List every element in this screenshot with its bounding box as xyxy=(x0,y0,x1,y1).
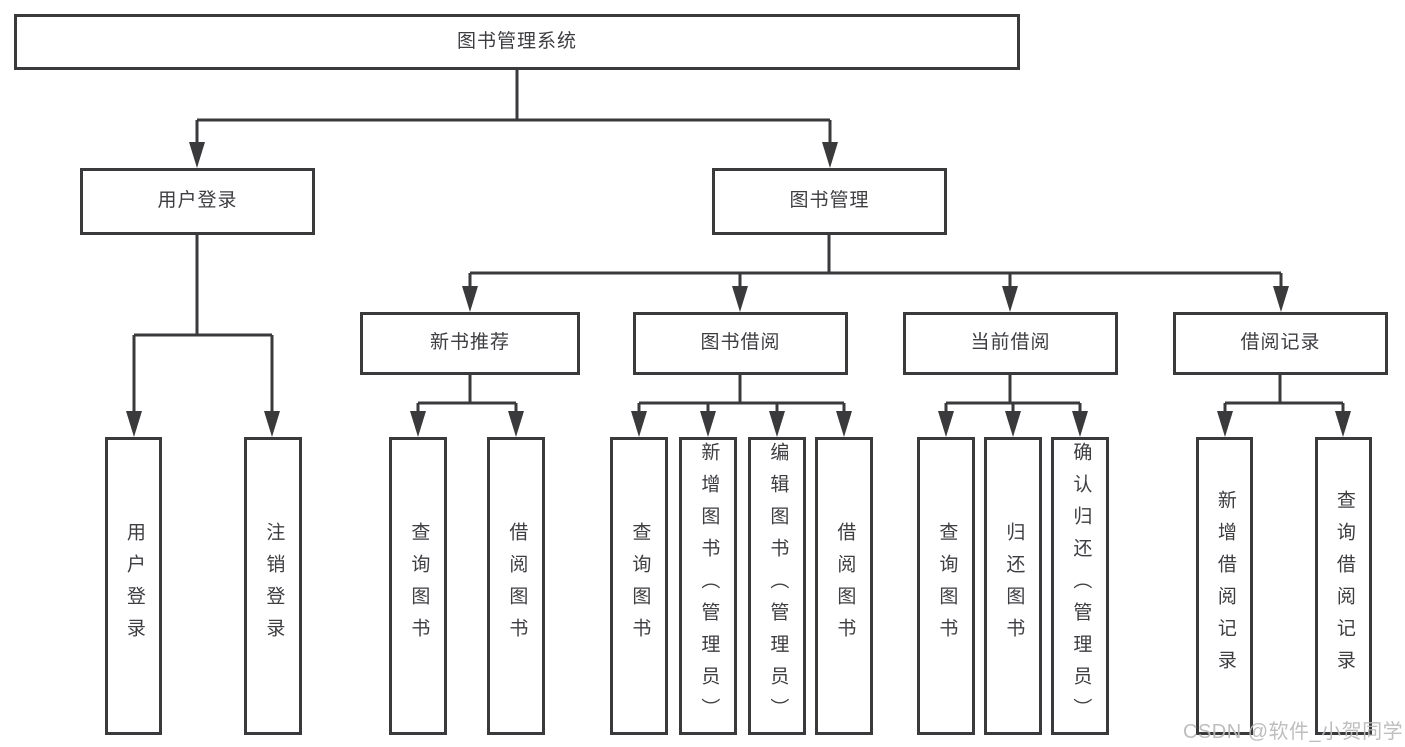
node-book-borrow-label: 图书借阅 xyxy=(700,332,781,354)
node-current-borrow: 当前借阅 xyxy=(903,312,1118,375)
connector-new-book-rec-to-leaves xyxy=(410,375,524,437)
leaf-query-book-rec-label: 查询图书 xyxy=(408,522,430,650)
leaf-query-book-borrow-label: 查询图书 xyxy=(629,522,651,650)
node-borrow-records-label: 借阅记录 xyxy=(1240,332,1321,354)
leaf-borrow-book-borrow-label: 借阅图书 xyxy=(834,522,856,650)
connector-current-borrow-to-leaves xyxy=(938,375,1088,437)
leaf-borrow-book-borrow: 借阅图书 xyxy=(815,437,873,735)
leaf-logout: 注销登录 xyxy=(244,437,302,735)
leaf-return-book-label: 归还图书 xyxy=(1003,522,1025,650)
leaf-user-login-label: 用户登录 xyxy=(123,522,145,650)
leaf-add-book: 新增图书（管理员） xyxy=(679,437,737,735)
node-user-login: 用户登录 xyxy=(80,168,315,235)
leaf-query-record-label: 查询借阅记录 xyxy=(1333,490,1355,682)
node-user-login-label: 用户登录 xyxy=(157,190,238,212)
node-root-label: 图书管理系统 xyxy=(456,30,577,52)
node-borrow-records: 借阅记录 xyxy=(1173,312,1388,375)
connector-borrow-records-to-leaves xyxy=(1217,375,1351,437)
node-new-book-rec: 新书推荐 xyxy=(360,312,580,375)
leaf-query-book-current-label: 查询图书 xyxy=(936,522,958,650)
leaf-confirm-return-label: 确认归还（管理员） xyxy=(1070,442,1092,730)
leaf-confirm-return: 确认归还（管理员） xyxy=(1051,437,1109,735)
node-book-mgmt: 图书管理 xyxy=(712,168,947,235)
leaf-return-book: 归还图书 xyxy=(984,437,1042,735)
node-root: 图书管理系统 xyxy=(14,14,1020,70)
leaf-edit-book: 编辑图书（管理员） xyxy=(748,437,806,735)
leaf-user-login: 用户登录 xyxy=(105,437,162,735)
leaf-add-record: 新增借阅记录 xyxy=(1196,437,1253,735)
csdn-watermark: CSDN @软件_小贺同学 xyxy=(1183,721,1404,743)
leaf-add-record-label: 新增借阅记录 xyxy=(1214,490,1236,682)
node-new-book-rec-label: 新书推荐 xyxy=(429,332,510,354)
node-current-borrow-label: 当前借阅 xyxy=(970,332,1051,354)
leaf-query-record: 查询借阅记录 xyxy=(1315,437,1372,735)
leaf-add-book-label: 新增图书（管理员） xyxy=(698,442,720,730)
connector-root-to-level2 xyxy=(189,68,838,168)
leaf-query-book-current: 查询图书 xyxy=(917,437,975,735)
node-book-borrow: 图书借阅 xyxy=(633,312,848,375)
leaf-query-book-rec: 查询图书 xyxy=(389,437,447,735)
connector-book-borrow-to-leaves xyxy=(631,375,852,437)
leaf-borrow-book-rec: 借阅图书 xyxy=(487,437,545,735)
node-book-mgmt-label: 图书管理 xyxy=(789,190,870,212)
leaf-borrow-book-rec-label: 借阅图书 xyxy=(506,522,528,650)
connector-book-mgmt-to-level3 xyxy=(462,235,1289,312)
leaf-logout-label: 注销登录 xyxy=(263,522,285,650)
leaf-query-book-borrow: 查询图书 xyxy=(610,437,668,735)
connector-user-login-to-leaves xyxy=(126,235,280,437)
leaf-edit-book-label: 编辑图书（管理员） xyxy=(767,442,789,730)
